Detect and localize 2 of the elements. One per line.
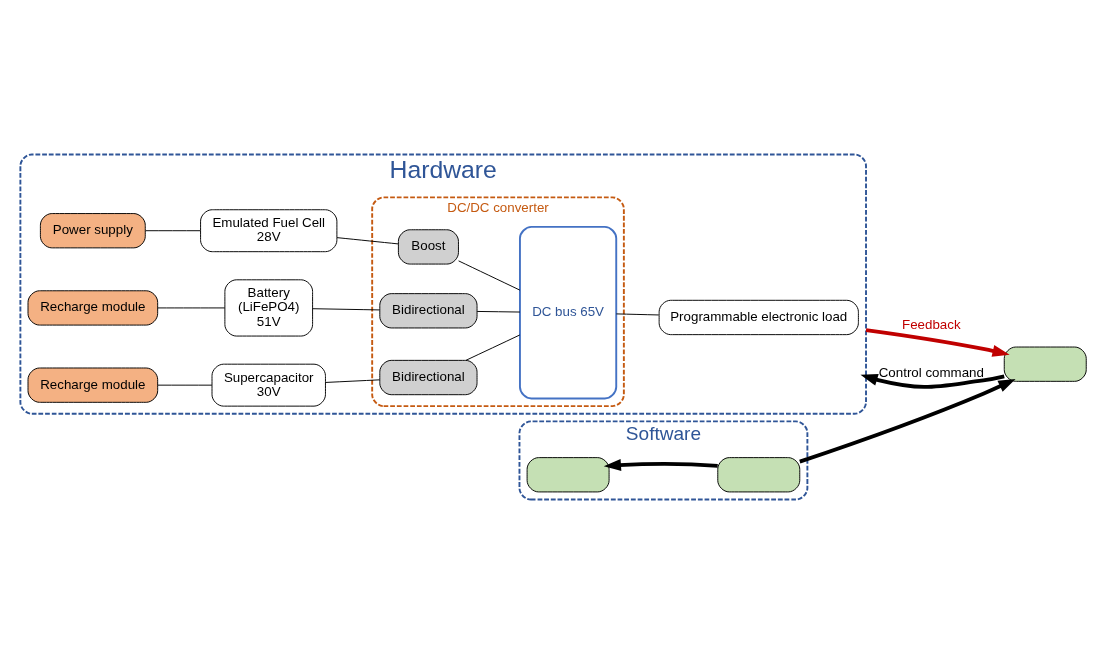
edge-label: Control command xyxy=(878,364,984,380)
edge-label: Feedback xyxy=(902,316,961,332)
